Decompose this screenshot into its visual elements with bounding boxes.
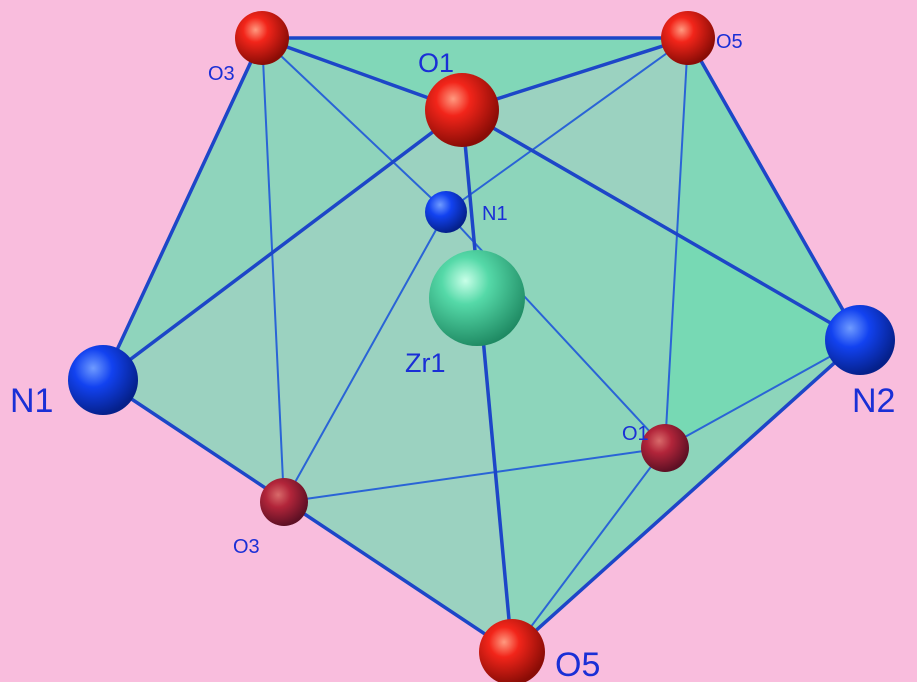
polyhedron-back-edges [261, 37, 861, 653]
polyhedron-front-edges [101, 36, 862, 654]
atom-o3-bottom [260, 478, 308, 526]
label-o1-top: O1 [418, 48, 454, 78]
atom-n1-left [68, 345, 138, 415]
atom-n2-right [825, 305, 895, 375]
label-o5-bottom: O5 [555, 646, 600, 682]
label-o3-bottom: O3 [233, 536, 260, 558]
label-o1-right: O1 [622, 423, 649, 445]
atom-o5-top [661, 11, 715, 65]
atom-n1-back [425, 191, 467, 233]
atom-zr1 [429, 250, 525, 346]
label-o3-top: O3 [208, 63, 235, 85]
atom-o3-top [235, 11, 289, 65]
atom-o1-right [641, 424, 689, 472]
atom-o5-bottom [479, 619, 545, 682]
label-zr1: Zr1 [405, 348, 446, 378]
atom-o1-top [425, 73, 499, 147]
label-n1-left: N1 [10, 382, 53, 420]
label-o5-top: O5 [716, 31, 743, 53]
label-n2-right: N2 [852, 382, 895, 420]
label-n1-back: N1 [482, 203, 508, 225]
